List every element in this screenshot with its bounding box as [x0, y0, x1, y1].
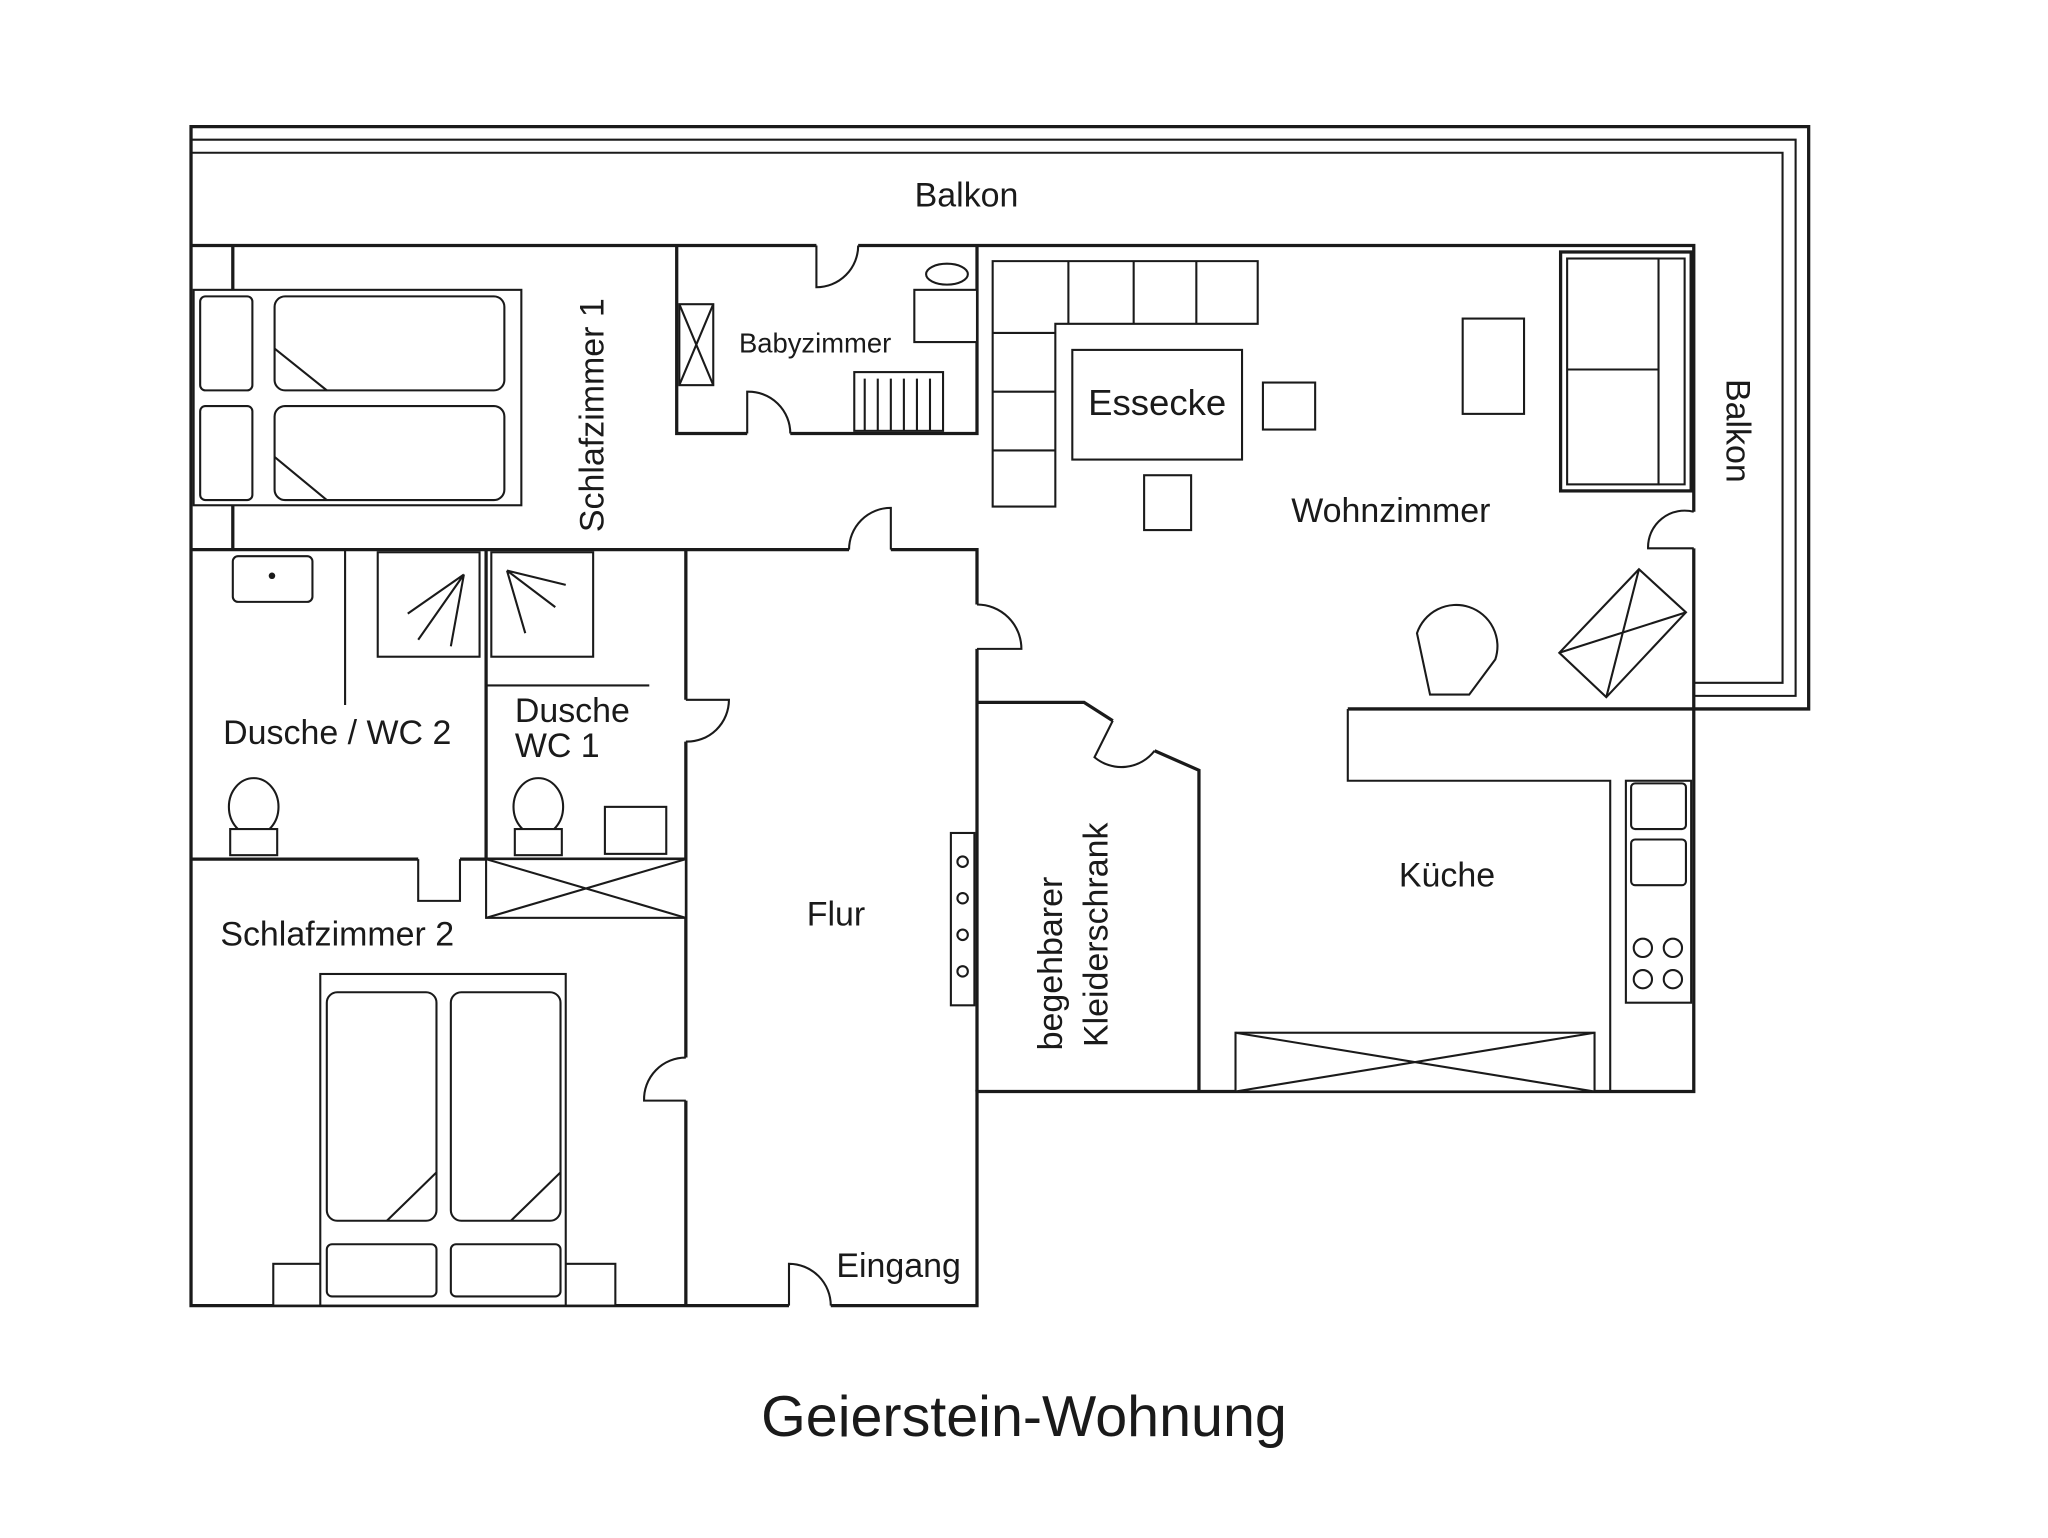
label-schlafzimmer-1: Schlafzimmer 1 — [574, 298, 612, 532]
label-schlafzimmer-2: Schlafzimmer 2 — [220, 915, 454, 953]
furniture — [192, 250, 1693, 1307]
label-babyzimmer: Babyzimmer — [739, 328, 891, 359]
label-dusche-wc-1-line1: Dusche — [515, 692, 630, 730]
plan-title: Geierstein-Wohnung — [761, 1385, 1287, 1449]
label-balkon-top: Balkon — [915, 176, 1019, 214]
label-kleiderschrank-line1: begehbarer — [1032, 877, 1070, 1051]
label-balkon-right: Balkon — [1718, 379, 1756, 483]
room-labels: Balkon Balkon Schlafzimmer 1 Babyzimmer … — [220, 176, 1756, 1285]
label-dusche-wc-2: Dusche / WC 2 — [223, 714, 451, 752]
label-dusche-wc-1-line2: WC 1 — [515, 727, 600, 765]
label-kueche: Küche — [1399, 857, 1495, 895]
label-wohnzimmer: Wohnzimmer — [1291, 492, 1490, 530]
label-essecke: Essecke — [1088, 382, 1226, 423]
label-eingang: Eingang — [836, 1247, 961, 1285]
balcony — [189, 125, 1811, 711]
label-flur: Flur — [807, 896, 865, 934]
doors — [417, 245, 1695, 1306]
label-kleiderschrank-line2: Kleiderschrank — [1078, 822, 1116, 1048]
